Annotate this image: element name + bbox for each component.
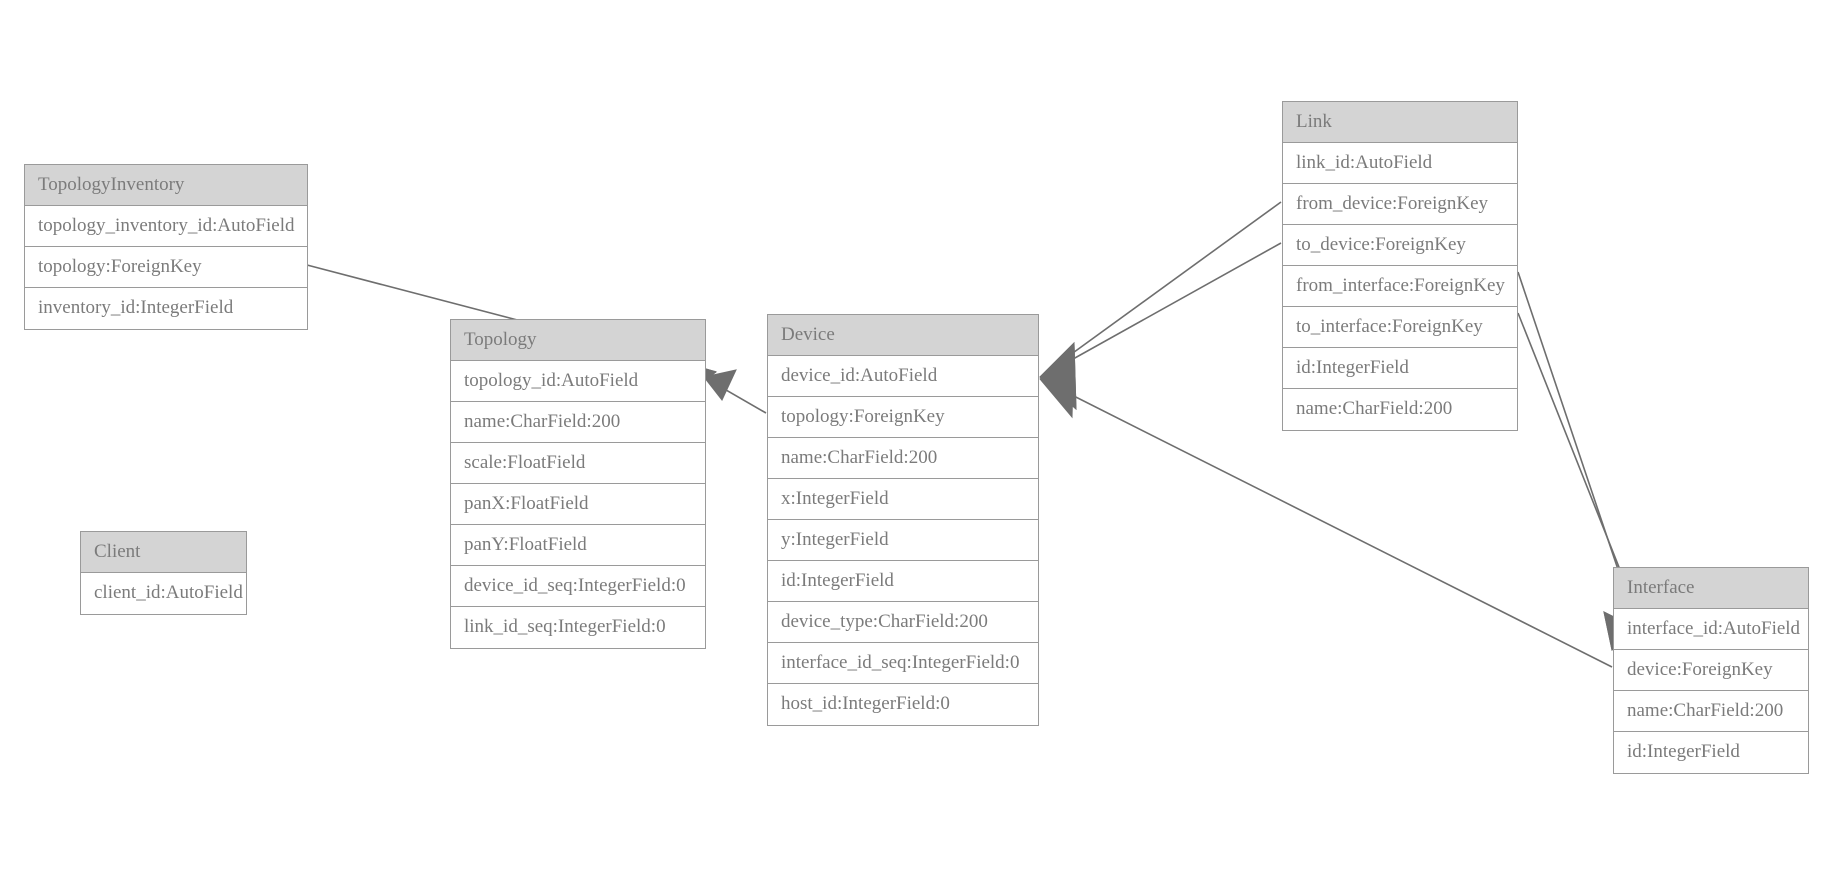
relationship-link-from-device [1039,201,1282,411]
entity-field-row: topology_id:AutoField [451,361,705,402]
entity-field-row: from_interface:ForeignKey [1283,266,1517,307]
entity-field-row: x:IntegerField [768,479,1038,520]
entity-field-row: name:CharField:200 [768,438,1038,479]
entity-field-row: id:IntegerField [1283,348,1517,389]
entity-title-link: Link [1283,102,1517,143]
relationship-link-to-device [1039,242,1282,411]
entity-field-row: interface_id:AutoField [1614,609,1808,650]
entity-field-row: name:CharField:200 [1283,389,1517,430]
relationship-arrowhead-icon [1039,349,1075,419]
entity-field-row: panY:FloatField [451,525,705,566]
entity-title-topology: Topology [451,320,705,361]
relationship-line [1047,201,1282,372]
entity-field-row: device_id:AutoField [768,356,1038,397]
entity-field-row: y:IntegerField [768,520,1038,561]
entity-title-interface: Interface [1614,568,1808,609]
entity-field-row: device:ForeignKey [1614,650,1808,691]
entity-field-row: interface_id_seq:IntegerField:0 [768,643,1038,684]
entity-field-row: host_id:IntegerField:0 [768,684,1038,725]
relationship-arrowhead-icon [1039,341,1077,411]
entity-field-row: name:CharField:200 [1614,691,1808,732]
relationship-arrowhead-icon [703,369,737,401]
relationship-arrowhead-icon [1039,341,1077,411]
entity-field-row: client_id:AutoField [81,573,246,614]
entity-field-row: name:CharField:200 [451,402,705,443]
entity-field-row: id:IntegerField [768,561,1038,602]
entity-field-row: to_interface:ForeignKey [1283,307,1517,348]
entity-field-row: topology_inventory_id:AutoField [25,206,307,247]
entity-title-client: Client [81,532,246,573]
entity-field-row: from_device:ForeignKey [1283,184,1517,225]
entity-title-topologyinventory: TopologyInventory [25,165,307,206]
entity-field-row: topology:ForeignKey [768,397,1038,438]
entity-field-row: panX:FloatField [451,484,705,525]
relationship-line [1047,242,1282,374]
entity-field-row: device_type:CharField:200 [768,602,1038,643]
relationship-device-topology [703,369,767,414]
entity-field-row: topology:ForeignKey [25,247,307,288]
entity-field-row: id:IntegerField [1614,732,1808,773]
entity-field-row: inventory_id:IntegerField [25,288,307,329]
entity-field-row: link_id_seq:IntegerField:0 [451,607,705,648]
entity-title-device: Device [768,315,1038,356]
relationship-line [706,378,767,414]
entity-field-row: scale:FloatField [451,443,705,484]
entity-field-row: device_id_seq:IntegerField:0 [451,566,705,607]
entity-field-row: to_device:ForeignKey [1283,225,1517,266]
entity-field-row: link_id:AutoField [1283,143,1517,184]
